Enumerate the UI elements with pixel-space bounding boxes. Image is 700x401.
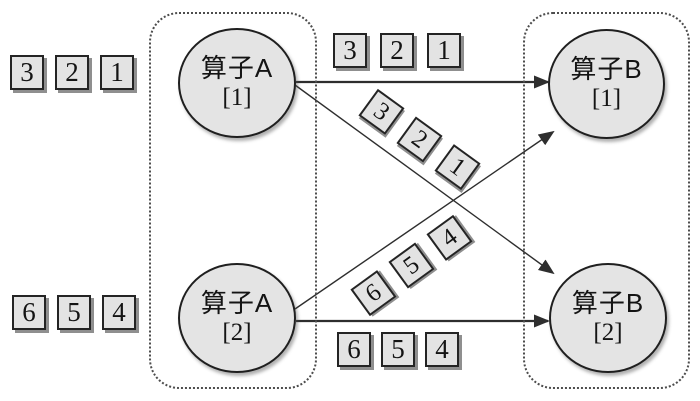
node-subscript: [1] (591, 85, 622, 112)
data-element-chip: 4 (102, 295, 136, 330)
data-element-chip: 3 (333, 33, 367, 68)
data-element-chip: 2 (380, 33, 414, 68)
operator-a-group-box (149, 12, 317, 389)
node-operator-b1: 算子B [1] (548, 29, 665, 139)
node-subscript: [2] (222, 319, 252, 346)
edge-a2-b2-labels: 6 5 4 (337, 332, 459, 367)
node-title: 算子B (570, 54, 643, 84)
operator-b-group-box (523, 12, 690, 389)
data-element-chip: 2 (55, 55, 89, 90)
edge-a1-b2-arrow (294, 84, 555, 275)
node-subscript: [1] (222, 84, 252, 111)
data-element-chip: 6 (12, 295, 46, 330)
data-element-chip: 5 (381, 332, 415, 367)
data-element-chip: 3 (10, 55, 44, 90)
data-element-chip: 1 (100, 55, 134, 90)
input-stream-bottom: 6 5 4 (12, 295, 136, 330)
node-title: 算子A (200, 53, 274, 83)
data-element-chip: 5 (57, 295, 91, 330)
node-title: 算子A (200, 288, 274, 318)
node-title: 算子B (571, 288, 645, 318)
node-subscript: [2] (593, 319, 623, 346)
node-operator-a2: 算子A [2] (178, 263, 296, 373)
node-operator-a1: 算子A [1] (178, 28, 296, 138)
input-stream-top: 3 2 1 (10, 55, 134, 90)
data-element-chip: 6 (337, 332, 371, 367)
edge-a1-b1-labels: 3 2 1 (333, 33, 461, 68)
data-element-chip: 4 (425, 332, 459, 367)
data-element-chip: 1 (427, 33, 461, 68)
edge-a2-b1-arrow (294, 130, 555, 310)
node-operator-b2: 算子B [2] (549, 263, 667, 373)
